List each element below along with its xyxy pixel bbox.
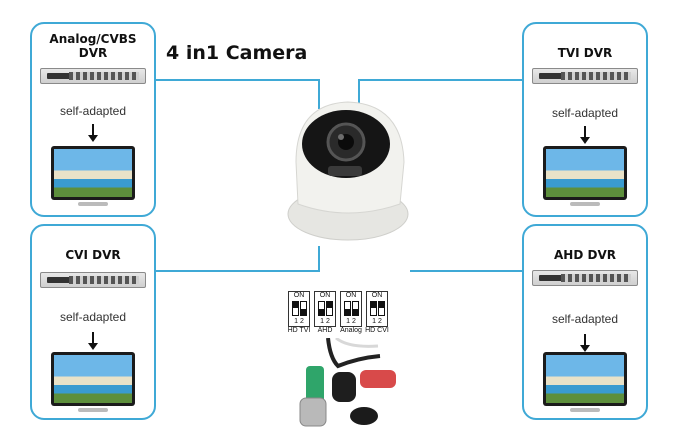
panel-title: AHD DVR <box>524 248 646 262</box>
dip-switch: ON 1 2 <box>288 291 310 327</box>
down-arrow-icon <box>92 332 94 344</box>
dip-switch-knob <box>318 301 325 316</box>
dip-switch-knob <box>378 301 385 316</box>
down-arrow-icon <box>584 334 586 346</box>
dip-switch-knob <box>326 301 333 316</box>
dip-switch: ON 1 2 <box>340 291 362 327</box>
dip-switch-label: HD CVI <box>362 327 392 334</box>
connector-line-tvi <box>358 79 523 81</box>
power-connector-red <box>360 370 396 388</box>
dip-switch-numbers: 1 2 <box>341 318 361 325</box>
monitor-screen <box>54 149 132 197</box>
dip-switch-knob <box>292 301 299 316</box>
dip-switch-numbers: 1 2 <box>315 318 335 325</box>
monitor-icon <box>51 146 135 200</box>
dip-switch-on-label: ON <box>289 292 309 299</box>
panel-subtitle: self-adapted <box>32 310 154 324</box>
dvr-device <box>40 68 146 84</box>
monitor-icon <box>51 352 135 406</box>
panel-subtitle: self-adapted <box>524 106 646 120</box>
dip-switch-knob <box>300 301 307 316</box>
monitor-icon <box>543 146 627 200</box>
panel-title-line1: Analog/CVBS <box>32 32 154 46</box>
dvr-device <box>40 272 146 288</box>
bnc-metal <box>300 398 326 426</box>
dip-switch: ON 1 2 <box>314 291 336 327</box>
ir-led-panel <box>328 166 362 176</box>
dip-switch-on-label: ON <box>315 292 335 299</box>
down-arrow-icon <box>584 126 586 138</box>
monitor-icon <box>543 352 627 406</box>
panel-title: CVI DVR <box>32 248 154 262</box>
monitor-screen <box>546 149 624 197</box>
connector-line-ahd <box>410 270 523 272</box>
cable-body <box>332 372 356 402</box>
monitor-stand <box>78 408 108 412</box>
monitor-screen <box>54 355 132 403</box>
dip-switch-knob <box>370 301 377 316</box>
monitor-stand <box>570 202 600 206</box>
panel-analog-dvr: Analog/CVBS DVR self-adapted <box>30 22 156 217</box>
panel-ahd-dvr: AHD DVR self-adapted <box>522 224 648 420</box>
panel-title: TVI DVR <box>524 46 646 60</box>
dip-switch-on-label: ON <box>367 292 387 299</box>
monitor-screen <box>546 355 624 403</box>
rubber-cap <box>350 407 378 425</box>
monitor-stand <box>570 408 600 412</box>
cable-wire-white <box>336 338 378 346</box>
dvr-device <box>532 68 638 84</box>
cable-wire <box>328 338 380 366</box>
dip-switch-knob <box>344 301 351 316</box>
dip-switch: ON 1 2 <box>366 291 388 327</box>
panel-subtitle: self-adapted <box>32 104 154 118</box>
connector-line-cvi <box>154 270 319 272</box>
dip-switch-knob <box>352 301 359 316</box>
down-arrow-icon <box>92 124 94 136</box>
monitor-stand <box>78 202 108 206</box>
diagram-title: 4 in1 Camera <box>166 42 307 64</box>
cable-icon <box>288 338 408 433</box>
dip-switch-numbers: 1 2 <box>367 318 387 325</box>
dvr-device <box>532 270 638 286</box>
panel-subtitle: self-adapted <box>524 312 646 326</box>
dip-switch-numbers: 1 2 <box>289 318 309 325</box>
dip-switch-on-label: ON <box>341 292 361 299</box>
lens-glint <box>338 134 344 140</box>
panel-title-line2: DVR <box>32 46 154 60</box>
panel-tvi-dvr: TVI DVR self-adapted <box>522 22 648 217</box>
connector-line-analog <box>154 79 319 81</box>
panel-cvi-dvr: CVI DVR self-adapted <box>30 224 156 420</box>
dome-camera-icon <box>278 92 418 252</box>
